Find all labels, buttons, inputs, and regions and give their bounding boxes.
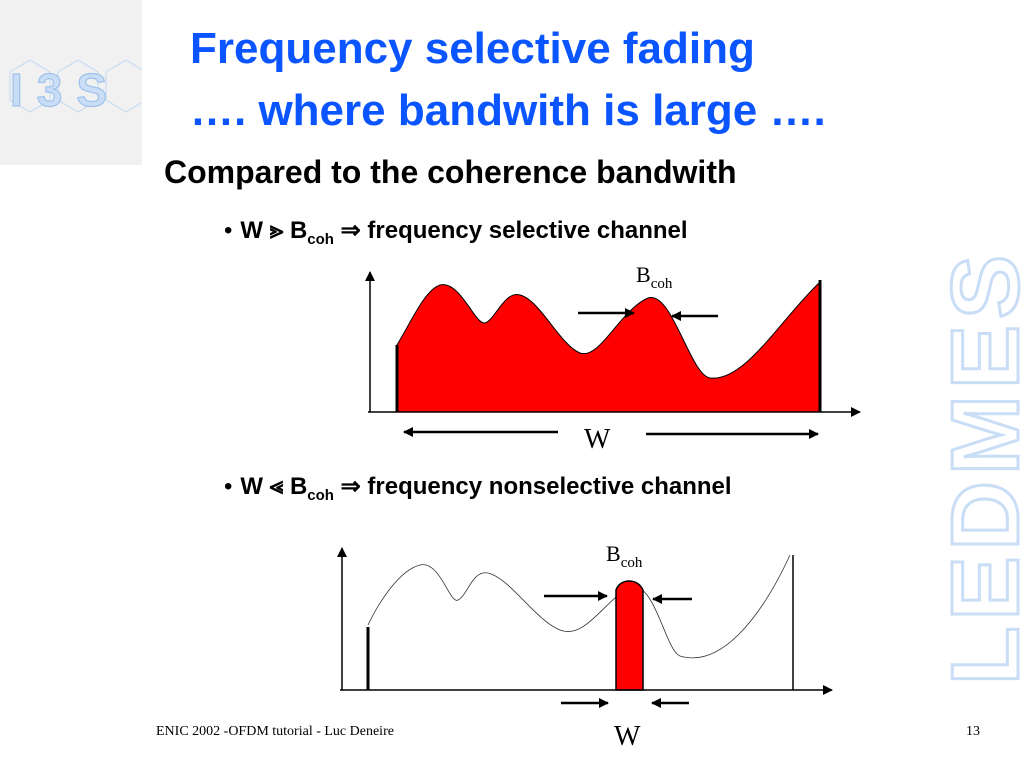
watermark-text: LEDMES	[948, 249, 1024, 685]
slide-title-line2: …. where bandwith is large ….	[190, 86, 826, 135]
bullet-b: B	[289, 217, 308, 244]
logo-panel: I3S	[0, 0, 142, 165]
bullet-w: W	[240, 217, 264, 244]
logo-text: I3S	[10, 64, 121, 116]
i3s-logo: I3S	[9, 59, 142, 117]
bullet-dot: •	[224, 473, 233, 500]
bullet-nonselective: • W ⪡ Bcoh ⇒ frequency nonselective chann…	[224, 472, 732, 504]
bullet-selective: • W ⪢ Bcoh ⇒ frequency selective channel	[224, 216, 688, 248]
bullet-text: frequency selective channel	[367, 217, 688, 244]
nonselective-diagram: Bcoh W	[337, 541, 833, 752]
bullet-implies: ⇒	[340, 473, 361, 500]
bullet-relation: ⪢	[269, 217, 284, 244]
bullet-implies: ⇒	[340, 217, 361, 244]
bullet-dot: •	[224, 217, 233, 244]
slide-subtitle: Compared to the coherence bandwith	[164, 154, 737, 190]
w-label: W	[584, 424, 611, 455]
bcoh-label: Bcoh	[606, 541, 643, 571]
bullet-b-sub: coh	[307, 230, 334, 248]
w-label: W	[614, 721, 641, 752]
selective-diagram: Bcoh W	[365, 262, 861, 455]
bcoh-label: Bcoh	[636, 262, 673, 292]
ledmes-watermark: LEDMES	[948, 247, 1024, 686]
slide-title-line1: Frequency selective fading	[190, 24, 755, 73]
footer-text: ENIC 2002 -OFDM tutorial - Luc Deneire	[156, 724, 394, 739]
bullet-b: B	[289, 473, 308, 500]
narrow-band-fill	[615, 580, 644, 691]
page-number: 13	[966, 724, 980, 739]
bullet-w: W	[240, 473, 264, 500]
bullet-relation: ⪡	[269, 473, 284, 500]
bullet-text: frequency nonselective channel	[367, 473, 732, 500]
channel-response-outline	[367, 554, 791, 659]
channel-response-filled	[396, 280, 821, 413]
bullet-b-sub: coh	[307, 486, 334, 504]
